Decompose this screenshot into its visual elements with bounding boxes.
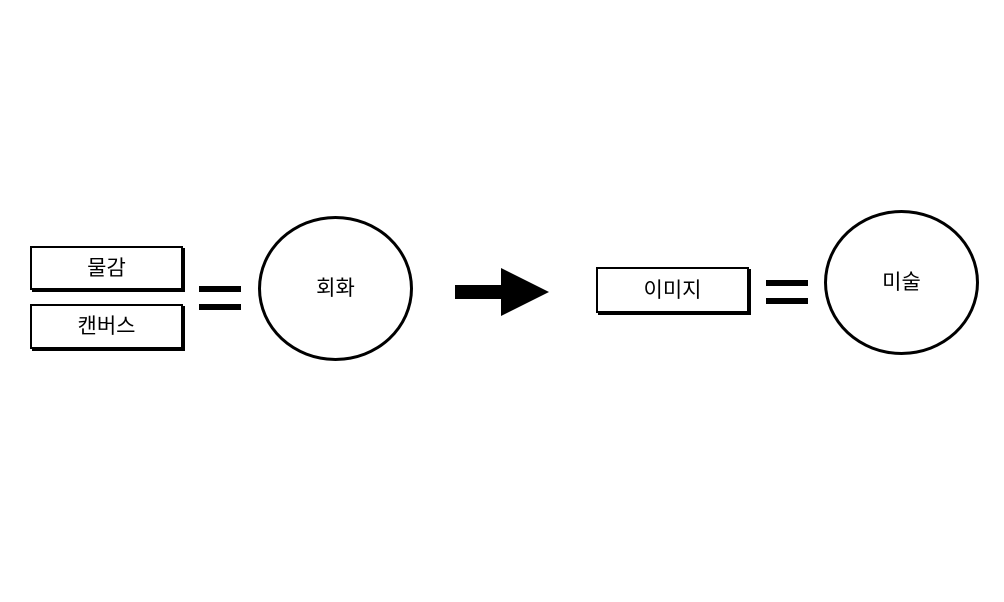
arrow-right-shape xyxy=(455,268,549,316)
circle-painting-label: 회화 xyxy=(316,276,355,300)
equals-bar-bottom xyxy=(766,298,808,304)
box-image-label: 이미지 xyxy=(643,277,702,302)
box-image: 이미지 xyxy=(596,267,749,313)
arrow-head xyxy=(501,268,549,316)
equals-bar-top xyxy=(199,286,241,292)
box-canvas: 캔버스 xyxy=(30,304,183,349)
arrow-shaft xyxy=(455,285,503,299)
circle-painting: 회화 xyxy=(258,216,413,361)
arrow-right-icon xyxy=(455,268,549,316)
box-paint-label: 물감 xyxy=(87,255,126,280)
circle-art-label: 미술 xyxy=(882,270,921,294)
equals-sign-right xyxy=(766,280,808,304)
circle-art: 미술 xyxy=(824,210,979,355)
equals-bar-top xyxy=(766,280,808,286)
box-paint: 물감 xyxy=(30,246,183,290)
box-canvas-label: 캔버스 xyxy=(77,314,136,338)
equals-sign-left xyxy=(199,286,241,310)
equals-bar-bottom xyxy=(199,304,241,310)
